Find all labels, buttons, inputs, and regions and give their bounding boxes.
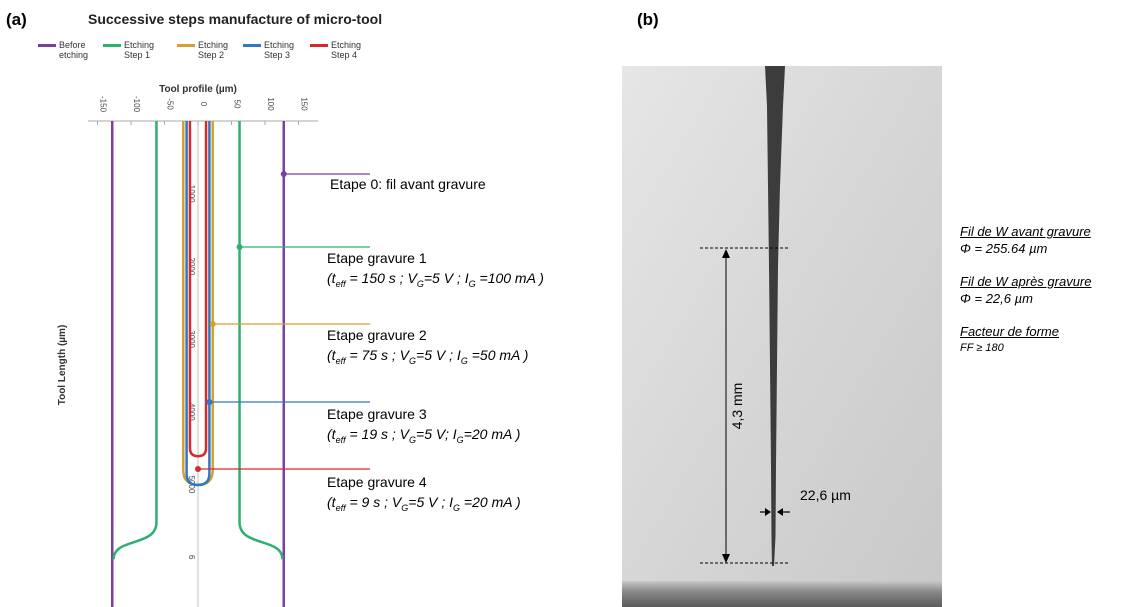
legend-swatch [310,44,328,47]
y-tick-label: 6 [187,555,196,560]
series-etching-step-1 [112,121,284,560]
x-tick-label: -50 [166,98,175,110]
legend-swatch [103,44,121,47]
step-0-annotation: Etape 0: fil avant gravure [330,176,486,192]
series-before-etching [110,121,286,607]
info-block: Fil de W avant gravure Φ = 255.64 µm Fil… [960,223,1092,357]
diameter-label: 22,6 µm [800,487,851,503]
x-tick-label: 150 [300,97,309,111]
step-4-annotation: Etape gravure 4 (teff = 9 s ; VG=5 V ; I… [327,474,521,513]
series-etching-step-4 [188,121,208,458]
leader-step-4-dot [195,466,201,472]
length-arrow-down [722,554,730,563]
legend-swatch [38,44,56,47]
annotation-leaders [195,171,370,472]
tungsten-tip [765,66,785,566]
photo-background [622,66,942,607]
y-tick-label: 1000 [187,185,196,203]
leader-step-2-dot [209,321,216,327]
length-arrow-up [722,249,730,258]
y-tick-label: 4000 [187,403,196,421]
x-tick-label: 50 [233,100,242,109]
leader-step-3-dot [206,399,213,405]
x-ticks: -150 -100 -50 0 50 100 150 [97,96,309,125]
panel-b-label: (b) [637,10,659,29]
after-title: Fil de W après gravure [960,274,1092,289]
diameter-arrow-left [765,508,771,516]
legend-swatch [243,44,261,47]
y-axis-title: Tool Length (µm) [57,325,68,406]
length-label: 4,3 mm [729,383,745,430]
ff-value: FF ≥ 180 [960,342,1004,354]
x-tick-label: 0 [199,102,208,107]
ff-title: Facteur de forme [960,324,1059,339]
x-axis-title: Tool profile (µm) [159,84,237,95]
legend-swatch [177,44,195,47]
x-tick-label: -150 [99,96,108,113]
after-value: Φ = 22,6 µm [960,291,1033,306]
chart-title: Successive steps manufacture of micro-to… [88,11,383,27]
panel-a-label: (a) [6,10,27,29]
tool-profile-chart: Tool profile (µm) -150 -100 -50 0 50 100 150 1… [57,84,370,607]
diameter-arrow-right [777,508,783,516]
step-1-annotation: Etape gravure 1 (teff = 150 s ; VG=5 V ;… [327,250,544,289]
x-tick-label: 100 [266,97,275,111]
series-etching-step-3 [185,121,211,487]
y-tick-label: 2000 [187,258,196,276]
before-value: Φ = 255.64 µm [960,241,1048,256]
x-tick-label: -100 [132,96,141,113]
step-2-annotation: Etape gravure 2 (teff = 75 s ; VG=5 V ; … [327,327,529,366]
before-title: Fil de W avant gravure [960,224,1091,239]
leader-step-0-dot [280,171,287,177]
y-tick-label: 3000 [187,330,196,348]
micro-tool-photo: 4,3 mm 22,6 µm [622,66,942,607]
step-3-annotation: Etape gravure 3 (teff = 19 s ; VG=5 V; I… [327,406,521,445]
leader-step-1-dot [236,244,243,250]
profile-curves [110,121,286,607]
photo-substrate [622,581,942,607]
